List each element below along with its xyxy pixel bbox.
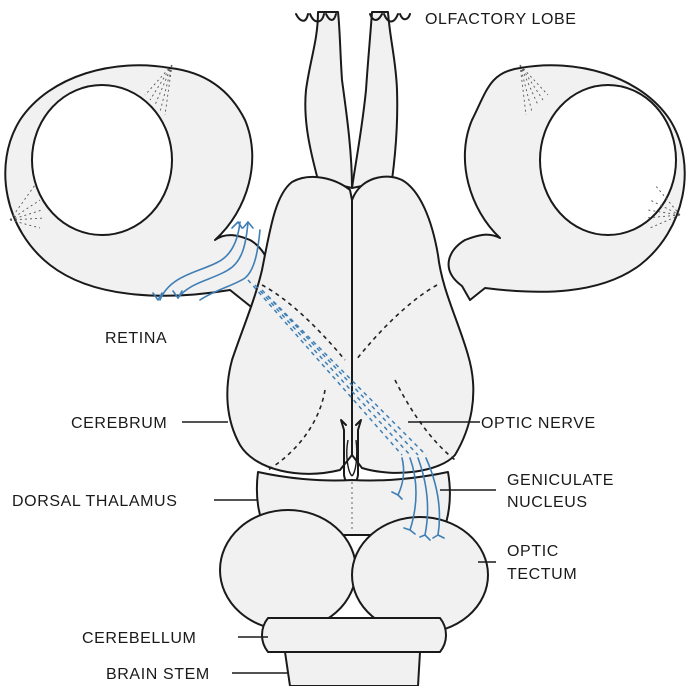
label-tectum: TECTUM	[507, 566, 577, 583]
label-brain-stem: BRAIN STEM	[106, 666, 210, 683]
cerebellum	[262, 618, 446, 652]
label-optic-nerve: OPTIC NERVE	[481, 415, 596, 432]
left-eye	[5, 65, 270, 310]
label-olfactory-lobe: OLFACTORY LOBE	[425, 11, 577, 28]
olfactory-lobes	[296, 12, 410, 188]
right-eye	[449, 65, 685, 300]
label-optic: OPTIC	[507, 543, 559, 560]
label-retina: RETINA	[105, 330, 167, 347]
label-nucleus: NUCLEUS	[507, 494, 588, 511]
label-cerebellum: CEREBELLUM	[82, 630, 196, 647]
label-geniculate: GENICULATE	[507, 472, 614, 489]
label-cerebrum: CEREBRUM	[71, 415, 167, 432]
cerebrum	[227, 177, 473, 474]
label-dorsal-thalamus: DORSAL THALAMUS	[12, 493, 177, 510]
brain-stem	[285, 652, 420, 686]
